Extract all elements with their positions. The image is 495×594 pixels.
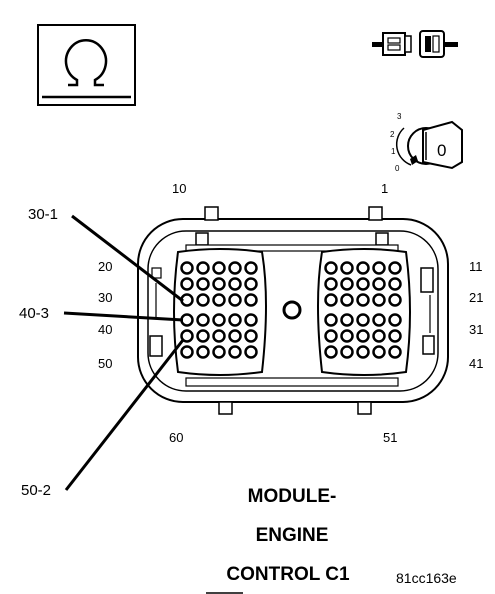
pin-cavity <box>244 313 258 327</box>
pin-cavity <box>340 277 354 291</box>
pin-cavity <box>212 329 226 343</box>
pin-label-40: 40 <box>98 322 112 337</box>
pin-label-50: 50 <box>98 356 112 371</box>
pin-cavity <box>340 313 354 327</box>
pin-cavity <box>388 261 402 275</box>
pin-label-31: 31 <box>469 322 483 337</box>
pin-cavity <box>228 313 242 327</box>
pin-cavity <box>212 261 226 275</box>
pin-cavity <box>324 293 338 307</box>
pin-cavity <box>340 293 354 307</box>
pin-cavity <box>356 329 370 343</box>
ignition-key-icon: 3 2 1 0 0 <box>390 112 463 173</box>
pin-cavity <box>212 277 226 291</box>
pin-cavity <box>228 345 242 359</box>
pin-cavity <box>244 293 258 307</box>
pin-cavity <box>244 345 258 359</box>
pin-cavity <box>180 277 194 291</box>
pin-cavity <box>356 261 370 275</box>
pin-cavity <box>196 313 210 327</box>
pin-cavity <box>324 345 338 359</box>
pin-label-30: 30 <box>98 290 112 305</box>
pin-cavity <box>180 313 194 327</box>
callout-30-1: 30-1 <box>28 206 58 223</box>
pin-cavity <box>196 329 210 343</box>
connector-body <box>137 206 449 415</box>
pin-cavity <box>244 329 258 343</box>
pin-cavity <box>324 329 338 343</box>
ohm-meter-icon <box>37 24 136 106</box>
callout-leader-40-3 <box>63 311 184 322</box>
pin-cavity <box>324 313 338 327</box>
pin-cavity <box>388 277 402 291</box>
pin-label-60: 60 <box>169 430 183 445</box>
pin-cavity <box>356 293 370 307</box>
callout-50-2: 50-2 <box>21 482 51 499</box>
pin-cavity <box>196 293 210 307</box>
pin-cavity <box>388 329 402 343</box>
pin-cavity <box>212 345 226 359</box>
pin-cavity <box>340 329 354 343</box>
pin-label-20: 20 <box>98 259 112 274</box>
pin-cavity <box>388 293 402 307</box>
pin-cavity <box>388 345 402 359</box>
key-position-2: 2 <box>390 130 395 139</box>
pin-cavity <box>196 277 210 291</box>
pin-cavity <box>212 313 226 327</box>
key-position-0: 0 <box>395 164 400 173</box>
key-position-3: 3 <box>397 112 402 121</box>
key-label: 0 <box>437 141 446 160</box>
callout-leader-50-2 <box>64 339 185 491</box>
pin-cavity <box>388 313 402 327</box>
pin-cavity <box>228 329 242 343</box>
pin-cavity <box>340 345 354 359</box>
pin-cavity <box>244 277 258 291</box>
pin-cavity <box>372 277 386 291</box>
pin-cavity <box>180 329 194 343</box>
pin-cavity <box>180 345 194 359</box>
pin-cavity <box>340 261 354 275</box>
pin-block-right <box>324 261 402 359</box>
figure-code: 81cc163e <box>396 570 457 586</box>
title-line-1: MODULE- <box>248 486 337 507</box>
pin-cavity <box>196 345 210 359</box>
callout-leader-30-1 <box>71 214 184 303</box>
pin-cavity <box>356 345 370 359</box>
pin-cavity <box>228 293 242 307</box>
title-line-3: CONTROL C1 <box>226 564 350 585</box>
pin-cavity <box>372 261 386 275</box>
pin-label-41: 41 <box>469 356 483 371</box>
pin-cavity <box>324 277 338 291</box>
pin-cavity <box>324 261 338 275</box>
pin-cavity <box>212 293 226 307</box>
disconnect-connector-icon <box>372 30 458 58</box>
callout-40-3: 40-3 <box>19 305 49 322</box>
pin-cavity <box>228 261 242 275</box>
pin-cavity <box>372 293 386 307</box>
pin-label-11: 11 <box>469 259 483 274</box>
pin-cavity <box>372 329 386 343</box>
pin-cavity <box>356 277 370 291</box>
pin-cavity <box>180 261 194 275</box>
pin-cavity <box>372 345 386 359</box>
pin-cavity <box>228 277 242 291</box>
key-position-1: 1 <box>391 147 396 156</box>
pin-cavity <box>196 261 210 275</box>
pin-cavity <box>356 313 370 327</box>
pin-cavity <box>244 261 258 275</box>
title-line-2: ENGINE <box>256 525 329 546</box>
pin-label-21: 21 <box>469 290 483 305</box>
pin-block-left <box>180 261 258 359</box>
pin-cavity <box>372 313 386 327</box>
pin-label-10: 10 <box>172 181 186 196</box>
pin-label-51: 51 <box>383 430 397 445</box>
pin-label-1: 1 <box>381 181 388 196</box>
